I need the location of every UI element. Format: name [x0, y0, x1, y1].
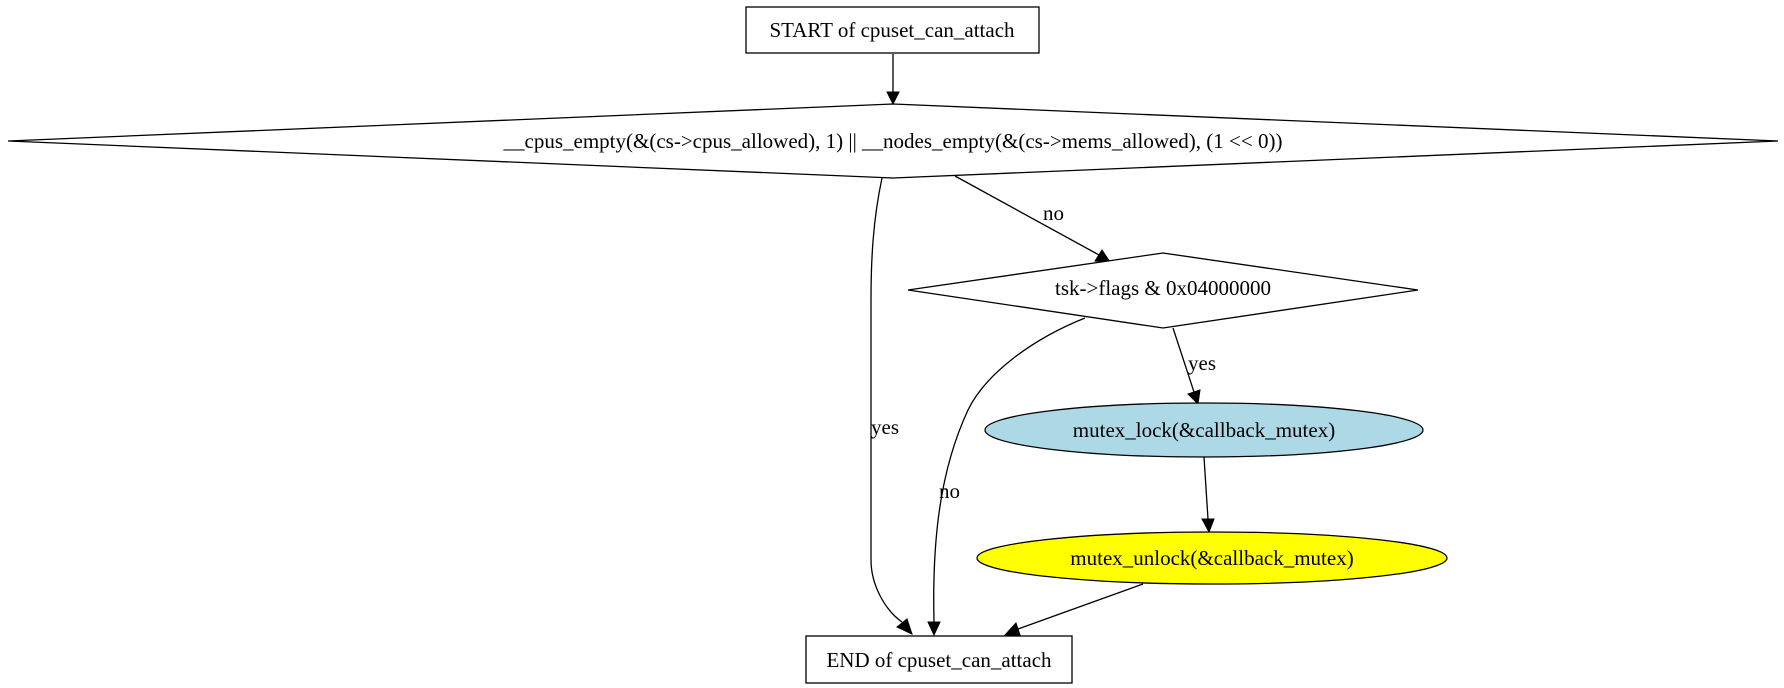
start-node-label: START of cpuset_can_attach: [769, 18, 1015, 42]
mutex-unlock-label: mutex_unlock(&callback_mutex): [1070, 546, 1353, 570]
mutex-lock-node: mutex_lock(&callback_mutex): [984, 402, 1424, 458]
edge-lock-to-unlock: [1201, 456, 1215, 534]
edge-empty-condition-yes: yes: [870, 177, 913, 635]
flags-condition-label: tsk->flags & 0x04000000: [1055, 276, 1271, 300]
mutex-lock-label: mutex_lock(&callback_mutex): [1073, 418, 1335, 442]
mutex-unlock-node: mutex_unlock(&callback_mutex): [976, 531, 1448, 585]
edge-unlock-to-end: [1003, 583, 1144, 636]
start-node: START of cpuset_can_attach: [745, 6, 1040, 54]
empty-condition-label: __cpus_empty(&(cs->cpus_allowed), 1) || …: [503, 129, 1283, 153]
empty-condition-node: __cpus_empty(&(cs->cpus_allowed), 1) || …: [7, 103, 1779, 179]
edge-label-no-1: no: [1043, 201, 1064, 225]
edge-start-to-condition: [886, 54, 900, 106]
edge-flags-condition-no: no: [927, 317, 1086, 637]
edge-label-yes-1: yes: [871, 415, 899, 439]
end-node-label: END of cpuset_can_attach: [826, 648, 1052, 672]
edge-label-no-2: no: [939, 479, 960, 503]
edge-empty-condition-no: no: [954, 175, 1111, 263]
end-node: END of cpuset_can_attach: [805, 635, 1073, 684]
flags-condition-node: tsk->flags & 0x04000000: [907, 252, 1419, 329]
edge-label-yes-2: yes: [1188, 351, 1216, 375]
edge-flags-condition-yes: yes: [1172, 327, 1216, 406]
